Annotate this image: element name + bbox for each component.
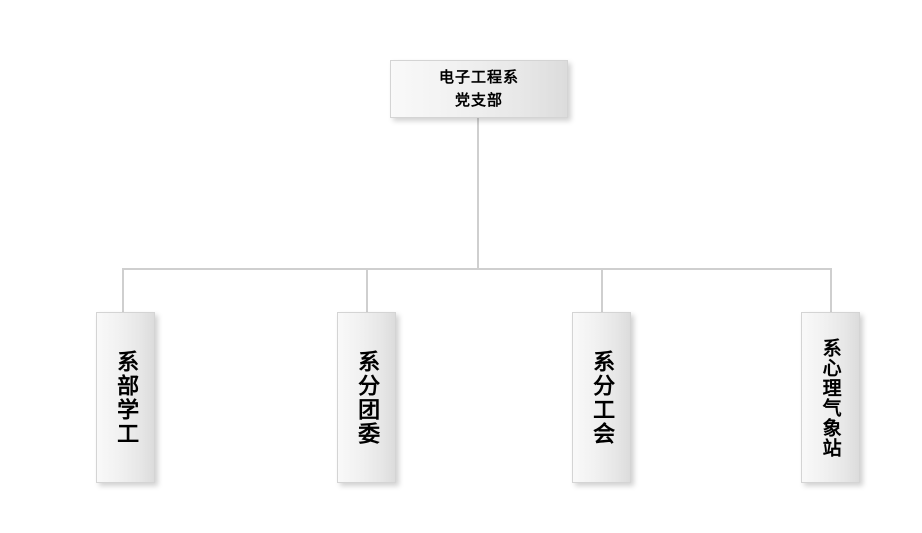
connector-drop-child-3	[601, 268, 603, 313]
org-node-child-1[interactable]: 系部学工	[96, 312, 155, 483]
connector-drop-child-2	[366, 268, 368, 313]
connector-root-stem	[477, 118, 479, 269]
org-node-child-4[interactable]: 系心理气象站	[801, 312, 860, 483]
org-node-child-2[interactable]: 系分团委	[337, 312, 396, 483]
org-node-child-3-label: 系分工会	[589, 349, 615, 446]
connector-drop-child-4	[830, 268, 832, 313]
connector-horizontal-bus	[122, 268, 832, 270]
org-node-child-2-label: 系分团委	[354, 349, 380, 446]
org-node-child-1-label: 系部学工	[113, 349, 139, 446]
connector-drop-child-1	[122, 268, 124, 313]
org-node-child-3[interactable]: 系分工会	[572, 312, 631, 483]
org-node-root-label: 电子工程系 党支部	[438, 68, 519, 109]
org-node-root[interactable]: 电子工程系 党支部	[390, 60, 568, 118]
org-node-child-4-label: 系心理气象站	[819, 337, 842, 458]
